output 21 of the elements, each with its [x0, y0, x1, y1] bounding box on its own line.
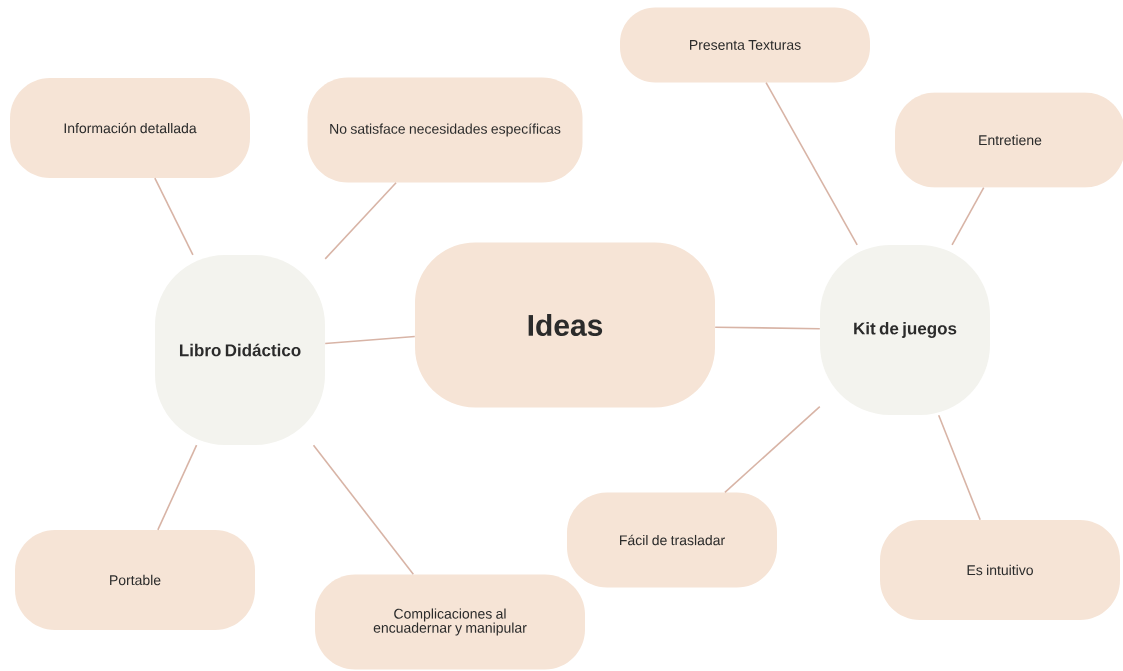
idea-blob: Entretiene	[895, 92, 1123, 188]
idea-blob: Complicaciones al encuadernar y manipular	[315, 574, 585, 670]
idea-blob: Portable	[15, 530, 255, 630]
connector-line	[324, 181, 397, 260]
connector-line	[312, 444, 415, 576]
connector-line	[724, 405, 821, 494]
connector-line	[765, 81, 858, 246]
connector-line	[157, 444, 198, 531]
topic-blob: Libro Didáctico	[155, 255, 325, 445]
connector-line	[714, 326, 821, 330]
connector-line	[324, 335, 416, 345]
idea-blob: Es intuitivo	[880, 520, 1120, 620]
central-idea-blob: Ideas	[415, 242, 715, 408]
connector-line	[951, 186, 985, 246]
connector-line	[154, 177, 194, 256]
connector-line	[937, 414, 981, 521]
topic-blob: Kit de juegos	[820, 245, 990, 415]
idea-blob: Fácil de trasladar	[567, 492, 777, 588]
idea-blob: No satisface necesidades específicas	[307, 77, 583, 183]
idea-blob: Presenta Texturas	[620, 7, 870, 83]
idea-blob: Información detallada	[10, 78, 250, 178]
